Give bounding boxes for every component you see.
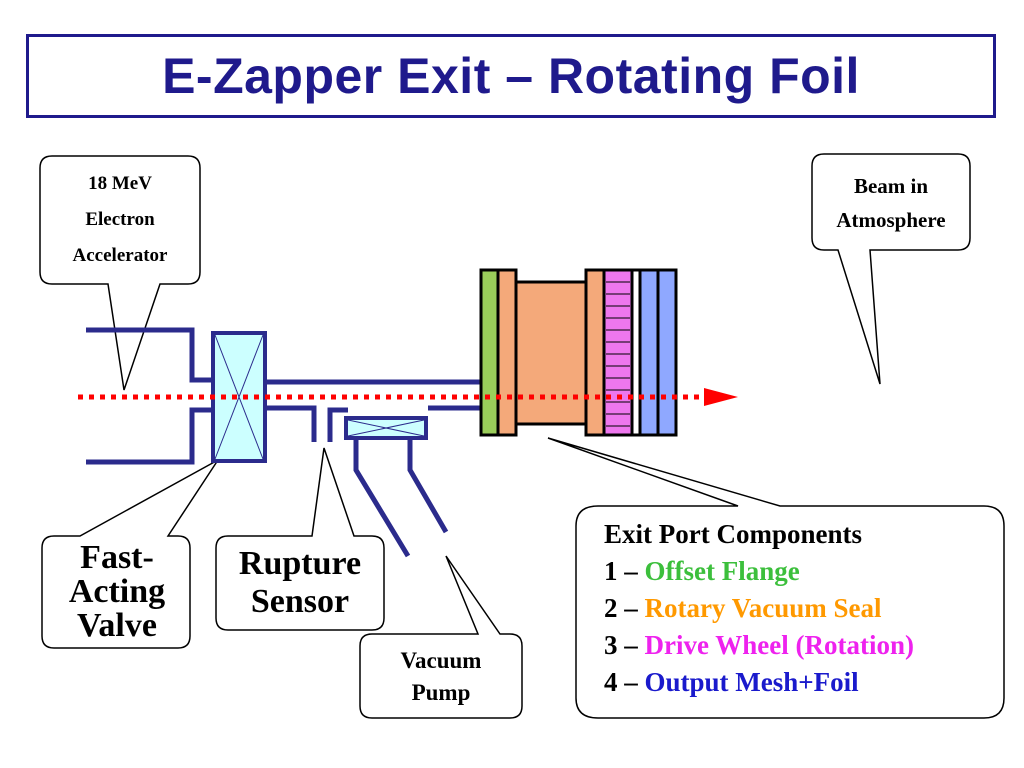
- component-number: 2 –: [604, 593, 645, 623]
- pump-bubble: [359, 555, 523, 719]
- rupture-bubble: [215, 447, 385, 631]
- component-name: Output Mesh+Foil: [644, 667, 859, 697]
- accelerator-callout: [39, 155, 201, 391]
- component-number: 3 –: [604, 630, 645, 660]
- drive-wheel: [602, 268, 634, 437]
- rotary-seal-right: [584, 268, 606, 437]
- title-box: E-Zapper Exit – Rotating Foil: [26, 34, 996, 118]
- valve-label-line1: Fast-: [80, 539, 154, 576]
- pump-label-line2: Pump: [411, 680, 471, 705]
- valve-label-line3: Valve: [77, 607, 157, 644]
- accelerator-pipe-bottom: [86, 407, 214, 465]
- valve-label-line2: Acting: [68, 573, 166, 610]
- valve-callout: [41, 459, 219, 649]
- rupture-label-line1: Rupture: [238, 545, 362, 582]
- drive-wheel-ribs: [606, 281, 630, 427]
- offset-flange: [479, 268, 500, 437]
- pump-label-line1: Vacuum: [400, 648, 482, 673]
- exit-port-callout: [547, 437, 1005, 719]
- accelerator-pipe-top: [86, 327, 214, 383]
- component-item: 3 – Drive Wheel (Rotation): [604, 627, 1000, 664]
- component-item: 1 – Offset Flange: [604, 553, 1000, 590]
- output-mesh: [638, 268, 660, 437]
- beam-callout: [811, 153, 971, 385]
- rotary-seal-left: [496, 268, 518, 437]
- electron-beam: [78, 388, 738, 406]
- pump-line-left: [353, 438, 411, 558]
- beam-label-line1: Beam in: [853, 174, 929, 198]
- exit-port-assembly: [479, 268, 678, 437]
- accelerator-label: 18 MeV Electron Accelerator: [44, 166, 196, 274]
- accelerator-pipe: [86, 327, 214, 465]
- page-title: E-Zapper Exit – Rotating Foil: [162, 48, 860, 104]
- rupture-label: Rupture Sensor: [218, 540, 382, 626]
- beam-pipe-bottom-a: [265, 405, 317, 442]
- component-number: 1 –: [604, 556, 645, 586]
- vacuum-pump-valve: [344, 416, 449, 558]
- accelerator-label-line2: Electron: [85, 209, 155, 230]
- exit-port-bubble: [547, 437, 1005, 719]
- component-name: Offset Flange: [644, 556, 800, 586]
- component-item: 4 – Output Mesh+Foil: [604, 664, 1000, 701]
- rotary-seal-body: [514, 280, 588, 426]
- pump-line-right: [407, 438, 449, 534]
- accelerator-label-line1: 18 MeV: [88, 173, 152, 194]
- component-name: Drive Wheel (Rotation): [644, 630, 914, 660]
- beam-arrowhead: [704, 388, 738, 406]
- exit-port-heading: Exit Port Components: [604, 519, 862, 549]
- beam-label: Beam in Atmosphere: [814, 168, 968, 238]
- component-item: 2 – Rotary Vacuum Seal: [604, 590, 1000, 627]
- accelerator-bubble: [39, 155, 201, 391]
- component-name: Rotary Vacuum Seal: [644, 593, 882, 623]
- rupture-callout: [215, 447, 385, 631]
- exit-port-components: Exit Port Components 1 – Offset Flange 2…: [604, 516, 1000, 701]
- rupture-label-line2: Sensor: [250, 583, 350, 620]
- pump-callout: [359, 555, 523, 719]
- component-number: 4 –: [604, 667, 645, 697]
- beam-label-line2: Atmosphere: [836, 208, 946, 232]
- output-foil: [656, 268, 678, 437]
- beam-bubble: [811, 153, 971, 385]
- accelerator-label-line3: Accelerator: [72, 245, 168, 266]
- valve-label: Fast- Acting Valve: [44, 538, 190, 646]
- beam-pipe: [265, 379, 481, 442]
- valve-bubble: [41, 459, 219, 649]
- rupture-port-right: [327, 407, 348, 442]
- pump-label: Vacuum Pump: [362, 642, 520, 712]
